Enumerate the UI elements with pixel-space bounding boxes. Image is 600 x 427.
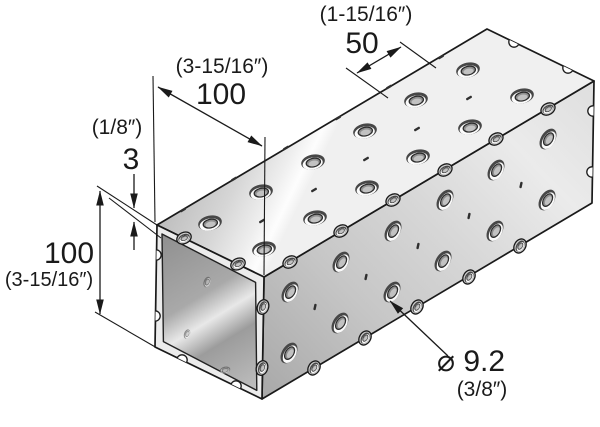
edge-hole-bump: [540, 102, 556, 116]
edge-hole-bump: [410, 299, 424, 315]
leader-line: [389, 300, 449, 357]
embossed-tick-marks: [180, 54, 523, 311]
far-edge-notches-side: [586, 105, 594, 178]
extension-line: [94, 311, 158, 349]
edge-hole-bump: [333, 224, 349, 238]
embossed-tick: [414, 126, 420, 132]
embossed-tick: [231, 176, 237, 182]
label-hole-spacing-imperial: (1-15/16″): [320, 3, 413, 26]
edge-hole-bump: [307, 360, 321, 376]
outer-wall-reference-line: [96, 185, 158, 226]
embossed-tick: [467, 212, 471, 220]
edge-notch: [176, 354, 188, 366]
edge-hole-bump: [462, 269, 476, 285]
edge-hole-bump: [513, 238, 527, 254]
dimension-line: [157, 86, 263, 147]
edge-hole-bump: [488, 132, 504, 146]
label-hole-diameter-metric: ⌀ 9.2: [437, 345, 505, 378]
edge-notch: [230, 380, 242, 392]
label-section-height-metric: 100: [44, 237, 94, 270]
label-section-height-imperial: (3-15/16″): [5, 269, 93, 291]
extension-line: [345, 67, 389, 99]
edge-notch: [587, 105, 594, 117]
extension-line: [152, 75, 156, 223]
embossed-tick: [438, 54, 444, 60]
embossed-tick: [283, 145, 289, 151]
edge-hole-bump: [256, 299, 270, 315]
label-top-width-imperial: (3-15/16″): [176, 55, 269, 78]
extension-line: [263, 136, 266, 276]
edge-hole-bumps: [282, 102, 556, 376]
embossed-tick: [519, 181, 523, 189]
dimension-top-width: (3-15/16″) 100: [152, 55, 269, 276]
label-hole-spacing-metric: 50: [345, 27, 378, 60]
end-face-edge-hole-bumps: [176, 231, 270, 376]
edge-hole-bump: [437, 163, 453, 177]
embossed-tick: [466, 95, 472, 101]
dimension-section-height: 100 (3-15/16″): [5, 190, 158, 349]
inner-wall-reference-line: [108, 197, 162, 239]
girder-body: [154, 28, 595, 400]
label-hole-diameter-imperial: (3/8″): [457, 378, 508, 401]
embossed-tick: [386, 84, 392, 90]
end-face-hollow-interior: [161, 233, 258, 392]
edge-hole-bump: [255, 360, 269, 376]
embossed-tick: [259, 218, 265, 224]
embossed-tick: [335, 115, 341, 121]
edge-hole-bump: [385, 193, 401, 207]
embossed-tick: [180, 207, 186, 213]
dimension-hole-diameter: ⌀ 9.2 (3/8″): [389, 300, 508, 401]
edge-hole-bump: [358, 330, 372, 346]
extension-line: [399, 41, 437, 69]
dimension-wall-thickness: (1/8″) 3: [92, 116, 162, 250]
edge-notch: [586, 166, 594, 178]
edge-hole-bump: [282, 255, 298, 269]
embossed-tick: [416, 242, 420, 250]
embossed-tick: [311, 187, 317, 193]
edge-hole-bump: [230, 257, 246, 271]
embossed-tick: [363, 156, 369, 162]
label-wall-thickness-imperial: (1/8″): [92, 116, 143, 139]
dimension-line: [356, 46, 402, 74]
edge-hole-bump: [176, 231, 192, 245]
embossed-tick: [364, 273, 368, 281]
dimension-hole-spacing: (1-15/16″) 50: [320, 3, 437, 99]
embossed-tick: [313, 303, 317, 311]
label-top-width-metric: 100: [196, 78, 246, 111]
label-wall-thickness-metric: 3: [123, 143, 140, 176]
